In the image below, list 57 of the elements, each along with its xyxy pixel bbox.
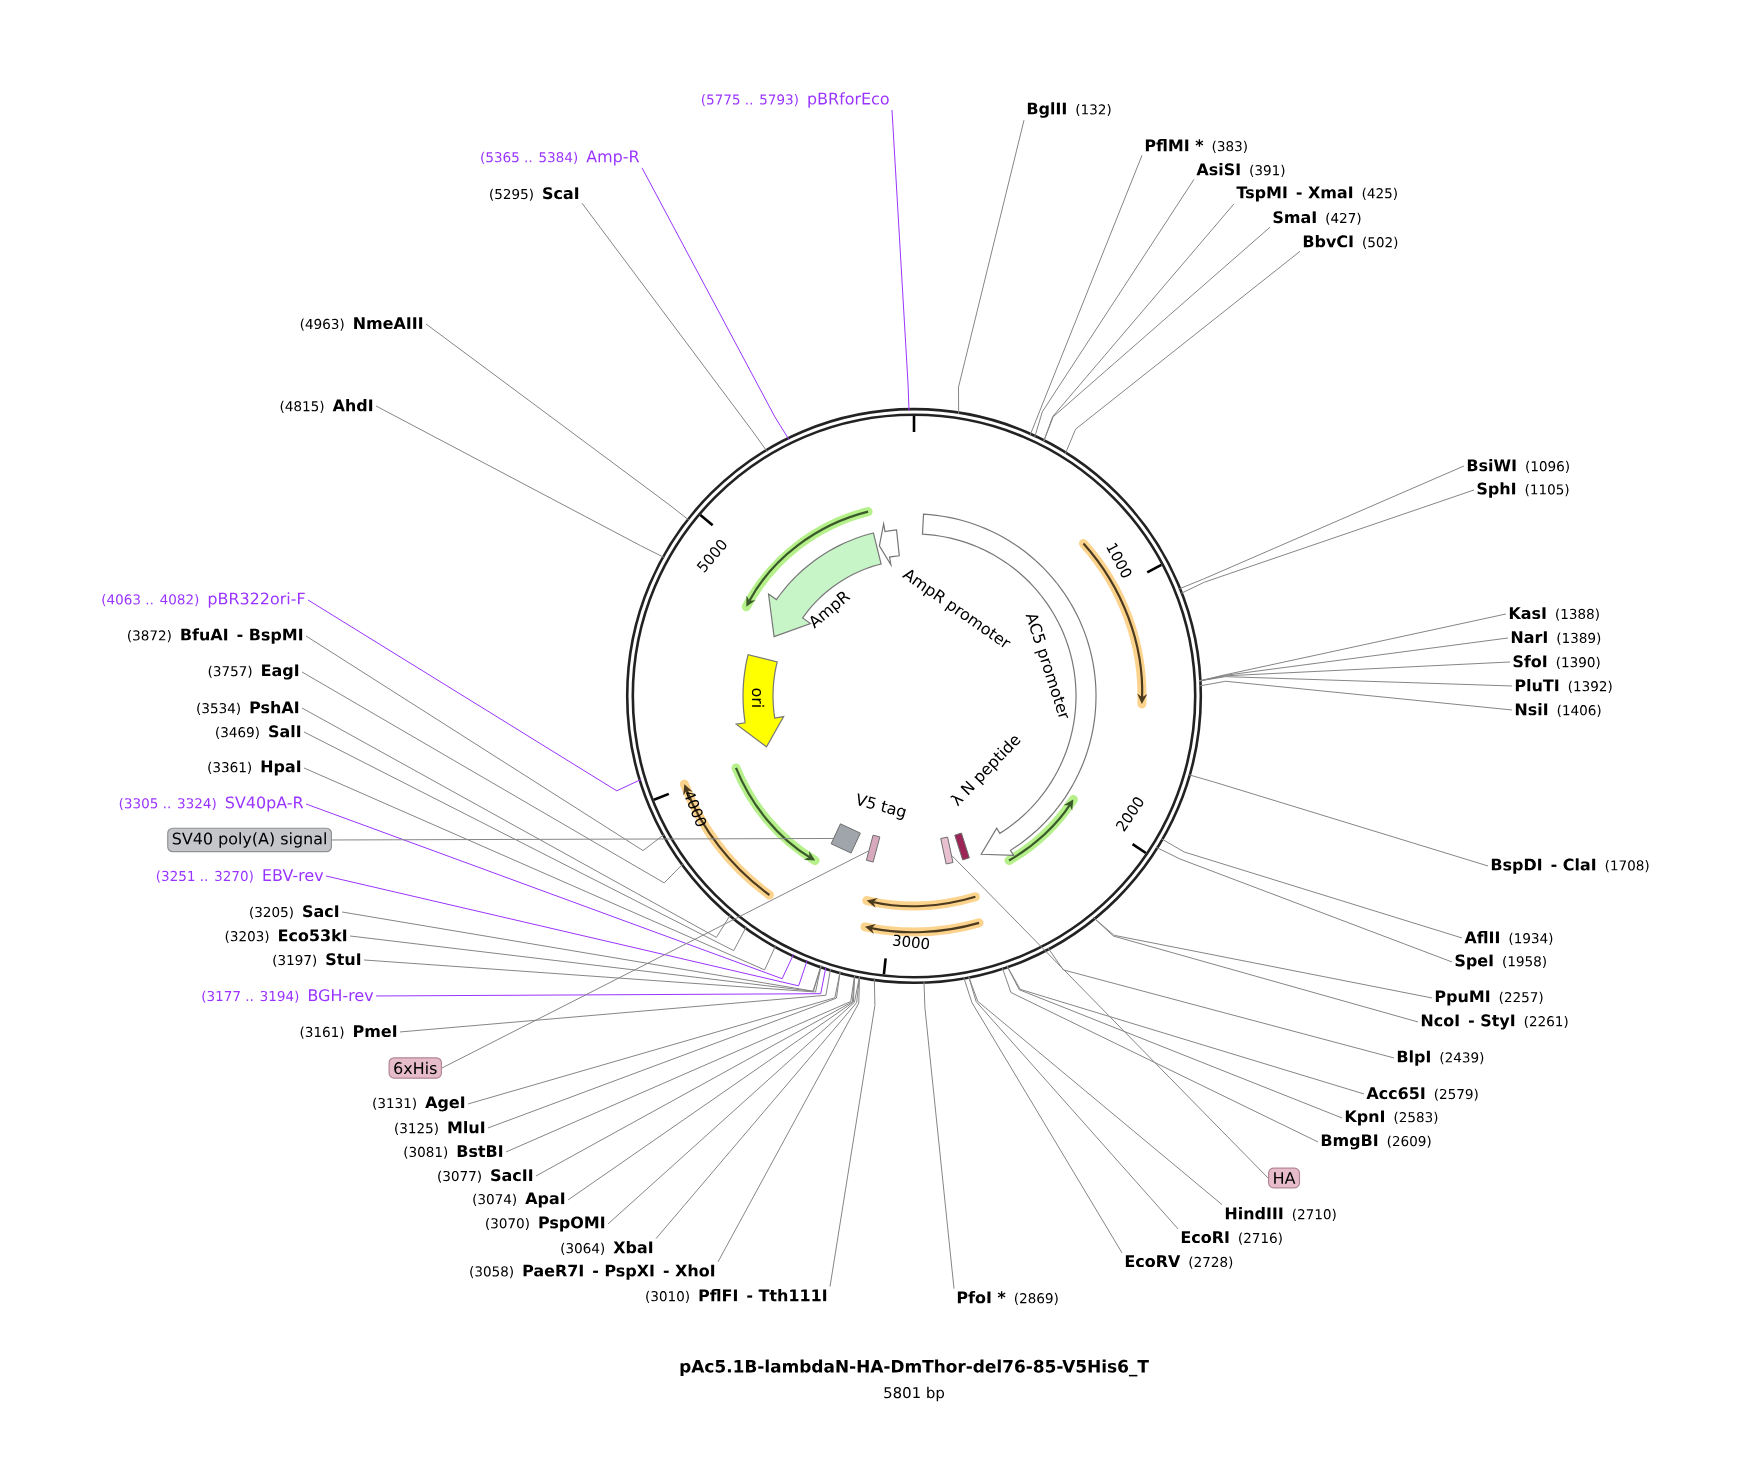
leader-line bbox=[655, 975, 861, 1240]
leader-line bbox=[487, 971, 841, 1129]
leader-line bbox=[1093, 917, 1433, 999]
leader-line bbox=[301, 707, 732, 938]
leader-line bbox=[331, 838, 834, 841]
leader-line bbox=[363, 959, 822, 993]
leader-line bbox=[1160, 838, 1463, 939]
leader-line bbox=[1198, 680, 1513, 711]
leader-line bbox=[717, 975, 861, 1263]
leader-line bbox=[963, 976, 1123, 1254]
leader-line bbox=[303, 731, 747, 952]
leader-line bbox=[1198, 661, 1511, 682]
leader-line bbox=[1064, 250, 1301, 455]
leader-line bbox=[325, 875, 808, 987]
leader-line bbox=[567, 974, 856, 1201]
leader-line bbox=[467, 971, 841, 1105]
leader-line bbox=[829, 978, 876, 1288]
leader-line bbox=[349, 935, 822, 992]
leader-line bbox=[441, 850, 869, 1069]
leader-line bbox=[958, 119, 1025, 415]
leader-line bbox=[1178, 465, 1465, 590]
plasmid-ring bbox=[625, 407, 1203, 985]
feature-mark bbox=[940, 836, 954, 865]
leader-line bbox=[305, 803, 794, 980]
leader-line bbox=[1093, 917, 1419, 1023]
leader-line bbox=[375, 405, 665, 559]
leader-line bbox=[923, 980, 955, 1290]
leader-line bbox=[399, 968, 832, 1033]
leader-line bbox=[581, 202, 768, 452]
leader-line bbox=[891, 109, 910, 412]
leader-line bbox=[951, 855, 1269, 1179]
feature-mark bbox=[954, 832, 970, 861]
feature-mark bbox=[830, 823, 861, 854]
leader-line bbox=[301, 671, 684, 884]
leader-line bbox=[1187, 774, 1489, 867]
leader-line bbox=[1198, 676, 1513, 687]
leader-line bbox=[303, 767, 777, 971]
leader-line bbox=[967, 975, 1179, 1230]
leader-line bbox=[1034, 178, 1195, 438]
feature-mark bbox=[865, 834, 881, 863]
leader-line bbox=[1047, 947, 1395, 1059]
leader-line bbox=[505, 974, 856, 1153]
leader-line bbox=[1006, 965, 1343, 1119]
leader-line bbox=[425, 323, 690, 521]
leader-line bbox=[1179, 489, 1475, 595]
map-title: pAc5.1B-lambdaN-HA-DmThor-del76-85-V5His6_T bbox=[680, 1359, 1149, 1377]
leader-line bbox=[967, 975, 1223, 1206]
leader-line bbox=[1155, 846, 1453, 963]
leader-line bbox=[641, 167, 790, 441]
leader-line bbox=[305, 635, 665, 852]
leader-line bbox=[1001, 966, 1319, 1143]
leader-line bbox=[307, 599, 642, 792]
leader-line bbox=[1029, 154, 1143, 436]
leader-line bbox=[375, 966, 827, 997]
leader-line bbox=[607, 975, 861, 1225]
leader-line bbox=[1043, 226, 1271, 443]
leader-line bbox=[341, 911, 822, 992]
